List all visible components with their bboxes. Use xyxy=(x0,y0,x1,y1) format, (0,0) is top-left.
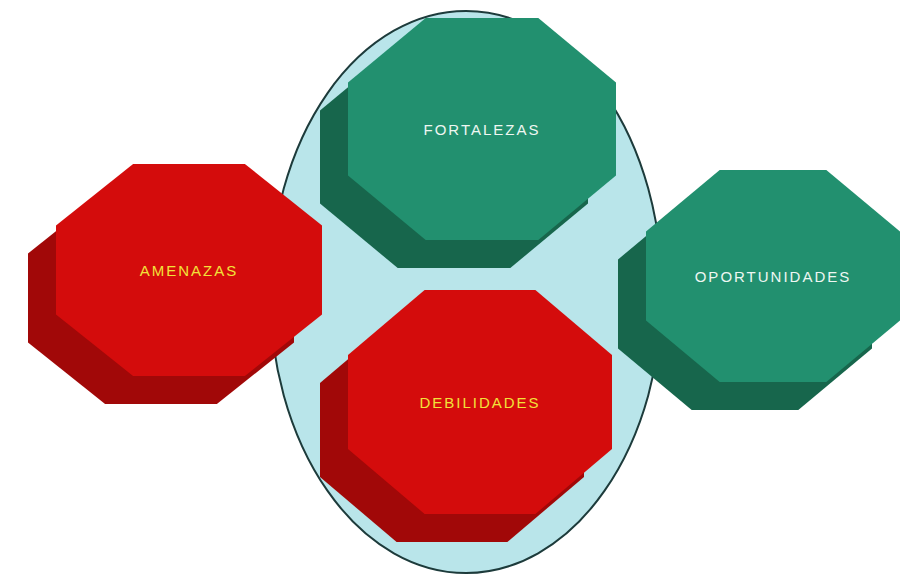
octagon-face xyxy=(348,290,612,514)
octagon-face xyxy=(646,170,900,382)
swot-label: AMENAZAS xyxy=(140,262,239,279)
label-stack: OPORTUNIDADES xyxy=(695,268,852,285)
swot-label: FORTALEZAS xyxy=(424,121,541,138)
octagon-shape xyxy=(320,18,616,268)
swot-octagon: AMENAZAS xyxy=(28,164,322,404)
octagon-face xyxy=(56,164,322,376)
label-stack: DEBILIDADES xyxy=(419,394,540,411)
swot-label: OPORTUNIDADES xyxy=(695,268,852,285)
octagon-shape xyxy=(618,170,900,410)
octagon-shape xyxy=(320,290,612,542)
octagon-face xyxy=(348,18,616,240)
octagon-shape xyxy=(28,164,322,404)
swot-octagon: FORTALEZAS xyxy=(320,18,616,268)
inner-ellipse xyxy=(270,11,662,573)
swot-label: DEBILIDADES xyxy=(419,394,540,411)
swot-octagon: DEBILIDADES xyxy=(320,290,612,542)
label-stack: AMENAZAS xyxy=(140,262,239,279)
label-stack: FORTALEZAS xyxy=(424,121,541,138)
swot-octagon: OPORTUNIDADES xyxy=(618,170,900,410)
